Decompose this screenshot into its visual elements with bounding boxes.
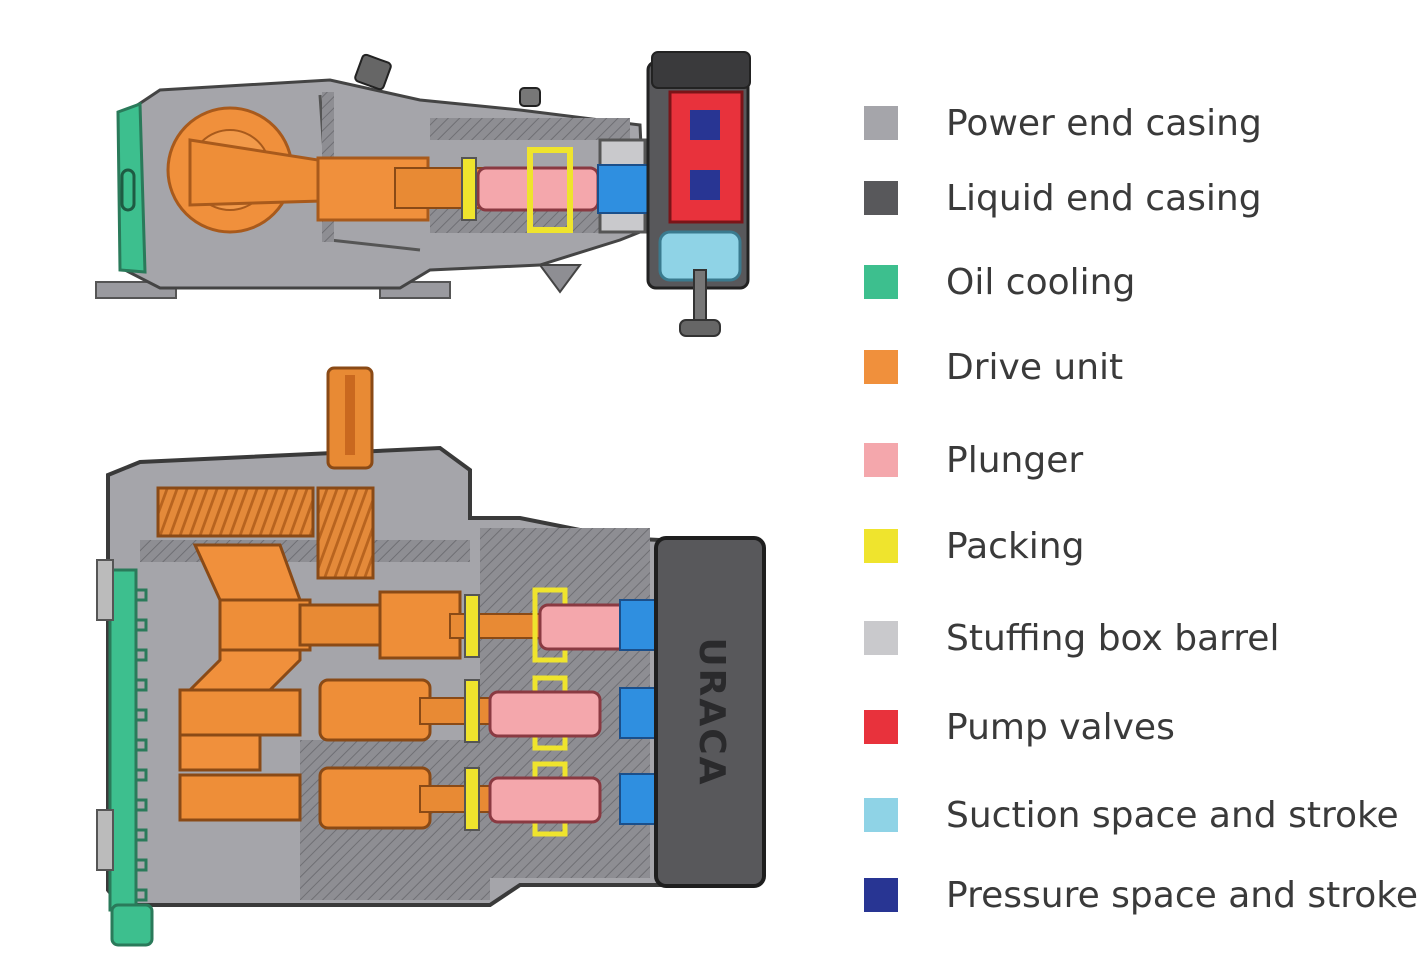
legend-swatch [864, 878, 898, 912]
legend-item-oil-cooling: Oil cooling [864, 261, 1136, 303]
legend-label: Pressure space and stroke [946, 874, 1419, 916]
legend-item-power-end-casing: Power end casing [864, 102, 1262, 144]
legend-swatch [864, 350, 898, 384]
legend-item-packing: Packing [864, 525, 1085, 567]
legend-swatch [864, 106, 898, 140]
top-section-view [95, 51, 751, 337]
plunger-bottom-3 [488, 776, 602, 824]
oil-cooling-top [116, 101, 147, 274]
legend-swatch [864, 621, 898, 655]
legend-label: Pump valves [946, 706, 1175, 748]
legend-item-pressure-space: Pressure space and stroke [864, 874, 1419, 916]
legend-label: Oil cooling [946, 261, 1136, 303]
legend-swatch [864, 529, 898, 563]
legend-item-liquid-end-casing: Liquid end casing [864, 177, 1262, 219]
packing-bottom-3 [464, 767, 480, 831]
brand-label: URACA [691, 637, 732, 786]
pump-cross-section-diagram: URACA [95, 51, 766, 947]
plunger-top [476, 166, 600, 212]
legend-swatch [864, 798, 898, 832]
plunger-bottom-2 [488, 690, 602, 738]
packing-bottom-1 [464, 594, 480, 658]
legend-label: Liquid end casing [946, 177, 1262, 219]
legend-label: Stuffing box barrel [946, 617, 1280, 659]
legend: Power end casing Liquid end casing Oil c… [864, 0, 1418, 962]
legend-swatch [864, 181, 898, 215]
legend-item-suction-space: Suction space and stroke [864, 794, 1399, 836]
gear-wheel [156, 486, 315, 538]
legend-swatch [864, 265, 898, 299]
legend-item-plunger: Plunger [864, 439, 1084, 481]
legend-label: Suction space and stroke [946, 794, 1399, 836]
legend-swatch [864, 443, 898, 477]
legend-label: Plunger [946, 439, 1084, 481]
legend-item-stuffing-box-barrel: Stuffing box barrel [864, 617, 1280, 659]
liquid-end-block [654, 536, 766, 888]
legend-item-drive-unit: Drive unit [864, 346, 1124, 388]
bottom-section-view: URACA [96, 366, 766, 947]
legend-item-pump-valves: Pump valves [864, 706, 1175, 748]
packing-top [461, 157, 477, 221]
packing-bottom-2 [464, 679, 480, 743]
legend-label: Drive unit [946, 346, 1124, 388]
legend-label: Power end casing [946, 102, 1262, 144]
legend-swatch [864, 710, 898, 744]
legend-label: Packing [946, 525, 1085, 567]
